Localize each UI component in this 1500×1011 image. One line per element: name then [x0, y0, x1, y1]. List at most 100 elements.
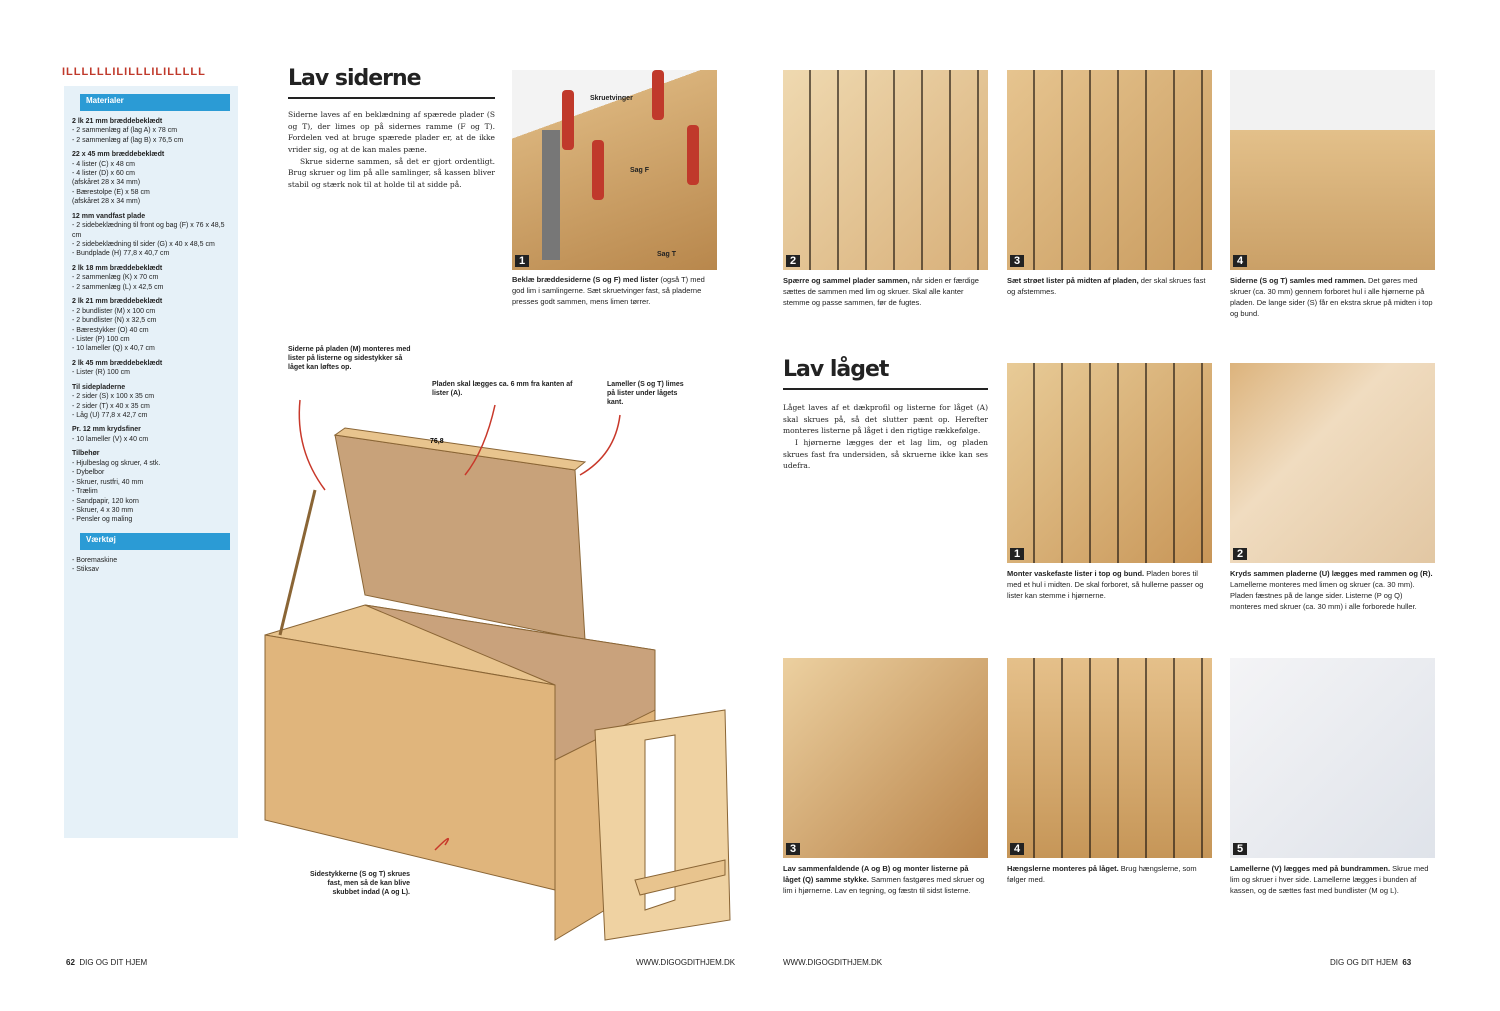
material-group-title: 2 lk 21 mm bræddebeklædt [72, 298, 163, 306]
materials-sidebar: Materialer 2 lk 21 mm bræddebeklædt - 2 s… [64, 86, 238, 838]
caption-text: (også T) med god lim i samlingerne. Sæt … [512, 275, 705, 306]
material-group-title: Tilbehør [72, 450, 100, 458]
caption-text: Brug hængslerne, som følger med. [1007, 864, 1197, 884]
step-caption: Siderne (S og T) samles med rammen. Det … [1230, 276, 1435, 320]
magazine-name: DIG OG DIT HJEM [79, 958, 148, 967]
material-item: - 2 sidebeklædning til front og bag (F) … [72, 222, 225, 239]
section-title-sides: Lav siderne [288, 66, 495, 99]
step-photo: 4 [1230, 70, 1435, 270]
material-item: - 10 lameller (V) x 40 cm [72, 435, 149, 443]
caption-text: Sammen fastgøres med skruer og lim i hjø… [783, 874, 985, 895]
photo-label: Sag T [657, 251, 677, 258]
diagram-note: Pladen skal lægges ca. 6 mm fra kanten a… [432, 381, 573, 398]
material-item: - Lister (R) 100 cm [72, 369, 130, 377]
step-caption: Lav sammenfaldende (A og B) og monter li… [783, 864, 988, 897]
page-num: 62 [66, 958, 75, 967]
section-title-lid: Lav låget [783, 357, 988, 390]
step-number: 2 [786, 255, 801, 267]
material-item: - Bærestykker (O) 40 cm [72, 326, 149, 334]
material-group: 2 lk 21 mm bræddebeklædt - 2 sammenlæg af… [72, 117, 230, 145]
left-article: Lav siderne Siderne laves af en beklædni… [288, 66, 495, 190]
body-paragraph: Låget laves af et dækprofil og listerne … [783, 403, 988, 436]
body-paragraph: Siderne laves af en beklædning af spæred… [288, 110, 495, 154]
footer-url: WWW.DIGOGDITHJEM.DK [636, 958, 736, 967]
material-item: (afskåret 28 x 34 mm) [72, 179, 141, 187]
step-caption: Kryds sammen pladerne (U) lægges med ram… [1230, 569, 1435, 613]
photo-label: Skruetvinger [590, 95, 633, 102]
caption-lead: Hængslerne monteres på låget. [1007, 864, 1119, 873]
material-item: - 2 sider (T) x 40 x 35 cm [72, 402, 150, 410]
material-item: - Låg (U) 77,8 x 42,7 cm [72, 412, 148, 420]
material-item: - 2 sammenlæg (L) x 42,5 cm [72, 283, 164, 291]
material-group: 2 lk 45 mm bræddebeklædt - Lister (R) 100… [72, 359, 230, 378]
dimension-label: 76,8 [430, 438, 444, 445]
material-item: - 2 sammenlæg (K) x 70 cm [72, 274, 159, 282]
caption-lead: Monter vaskefaste lister i top og bund. [1007, 569, 1145, 578]
step-caption: Sæt strøet lister på midten af pladen, d… [1007, 276, 1212, 298]
material-item: - Hjulbeslag og skruer, 4 stk. [72, 459, 161, 467]
material-group: 12 mm vandfast plade - 2 sidebeklædning t… [72, 212, 230, 259]
lid-article: Lav låget Låget laves af et dækprofil og… [783, 357, 988, 472]
material-item: - 4 lister (D) x 60 cm [72, 169, 136, 177]
material-item: - Lister (P) 100 cm [72, 335, 130, 343]
caption-text: Lamellerne monteres med limen og skruer … [1230, 579, 1417, 611]
material-item: - 10 lameller (Q) x 40,7 cm [72, 345, 155, 353]
diagram-note: Lameller (S og T) limes på lister under … [607, 381, 684, 407]
caption-text: der skal skrues fast og afstemmes. [1007, 276, 1206, 296]
caption-lead: Lamellerne (V) lægges med på bundrammen. [1230, 864, 1391, 873]
material-item: - Pensler og maling [72, 516, 133, 524]
ruler-strip: ILLLLLLILILLLILILLLLL [62, 66, 206, 78]
tools-heading: Værktøj [80, 532, 230, 550]
page-number: DIG OG DIT HJEM 63 [1330, 958, 1411, 967]
step-caption: Lamellerne (V) lægges med på bundrammen.… [1230, 864, 1435, 897]
material-group-title: 22 x 45 mm bræddebeklædt [72, 151, 165, 159]
material-group-title: 2 lk 21 mm bræddebeklædt [72, 117, 163, 125]
material-group: Til sidepladerne - 2 sider (S) x 100 x 35… [72, 383, 230, 421]
caption-text: når siden er færdige sættes de sammen me… [783, 276, 979, 307]
step-number: 1 [515, 255, 530, 267]
materials-heading: Materialer [80, 94, 230, 111]
step-photo: 3 [1007, 70, 1212, 270]
caption-lead: Spærre og sammel plader sammen, [783, 276, 910, 285]
wood-slats [1007, 70, 1212, 270]
step-photo: 4 [1007, 658, 1212, 858]
material-item: - 2 sider (S) x 100 x 35 cm [72, 393, 155, 401]
caption-lead: Siderne (S og T) samles med rammen. [1230, 276, 1366, 285]
step-photo: Skruetvinger Sag F Sag T 1 [512, 70, 717, 270]
step-number: 5 [1233, 843, 1248, 855]
material-item: - Skruer, rustfri, 40 mm [72, 478, 144, 486]
material-group-title: Til sidepladerne [72, 383, 126, 391]
material-item: - Bundplade (H) 77,8 x 40,7 cm [72, 250, 170, 258]
step-caption: Spærre og sammel plader sammen, når side… [783, 276, 988, 309]
step-number: 4 [1010, 843, 1025, 855]
material-item: - Bærestolpe (E) x 58 cm [72, 188, 150, 196]
step-number: 2 [1233, 548, 1248, 560]
material-group: 2 lk 21 mm bræddebeklædt- 2 bundlister (… [72, 297, 230, 354]
diagram-note: Sidestykkerne (S og T) skrues fast, men … [310, 871, 410, 897]
caption-lead: Sæt strøet lister på midten af pladen, [1007, 276, 1139, 285]
material-item: - 2 bundlister (M) x 100 cm [72, 307, 156, 315]
material-group-title: Pr. 12 mm krydsfiner [72, 426, 141, 434]
step-number: 1 [1010, 548, 1025, 560]
wood-slats [1007, 363, 1212, 563]
material-group-title: 2 lk 45 mm bræddebeklædt [72, 359, 163, 367]
step-number: 4 [1233, 255, 1248, 267]
step-number: 3 [1010, 255, 1025, 267]
step-photo: 2 [1230, 363, 1435, 563]
material-item: - Dybelbor [72, 469, 105, 477]
clamp [542, 130, 560, 260]
material-group: Pr. 12 mm krydsfiner- 10 lameller (V) x … [72, 425, 230, 444]
caption-text: Pladen bores til med et hul i midten. De… [1007, 569, 1204, 600]
material-group-title: 2 lk 18 mm bræddebeklædt [72, 264, 163, 272]
material-item: - 2 bundlister (N) x 32,5 cm [72, 317, 157, 325]
material-group: 2 lk 18 mm bræddebeklædt - 2 sammenlæg (K… [72, 264, 230, 292]
material-item: - 2 sammenlæg af (lag B) x 76,5 cm [72, 136, 184, 144]
material-group-title: 12 mm vandfast plade [72, 212, 146, 220]
body-paragraph: I hjørnerne lægges der et lag lim, og pl… [783, 437, 988, 471]
material-item: - 2 sammenlæg af (lag A) x 78 cm [72, 127, 178, 135]
page-number: 62 DIG OG DIT HJEM [66, 958, 147, 967]
step-photo: 3 [783, 658, 988, 858]
step-caption: Monter vaskefaste lister i top og bund. … [1007, 569, 1212, 602]
footer-url: WWW.DIGOGDITHJEM.DK [783, 958, 883, 967]
step-photo: 1 [1007, 363, 1212, 563]
